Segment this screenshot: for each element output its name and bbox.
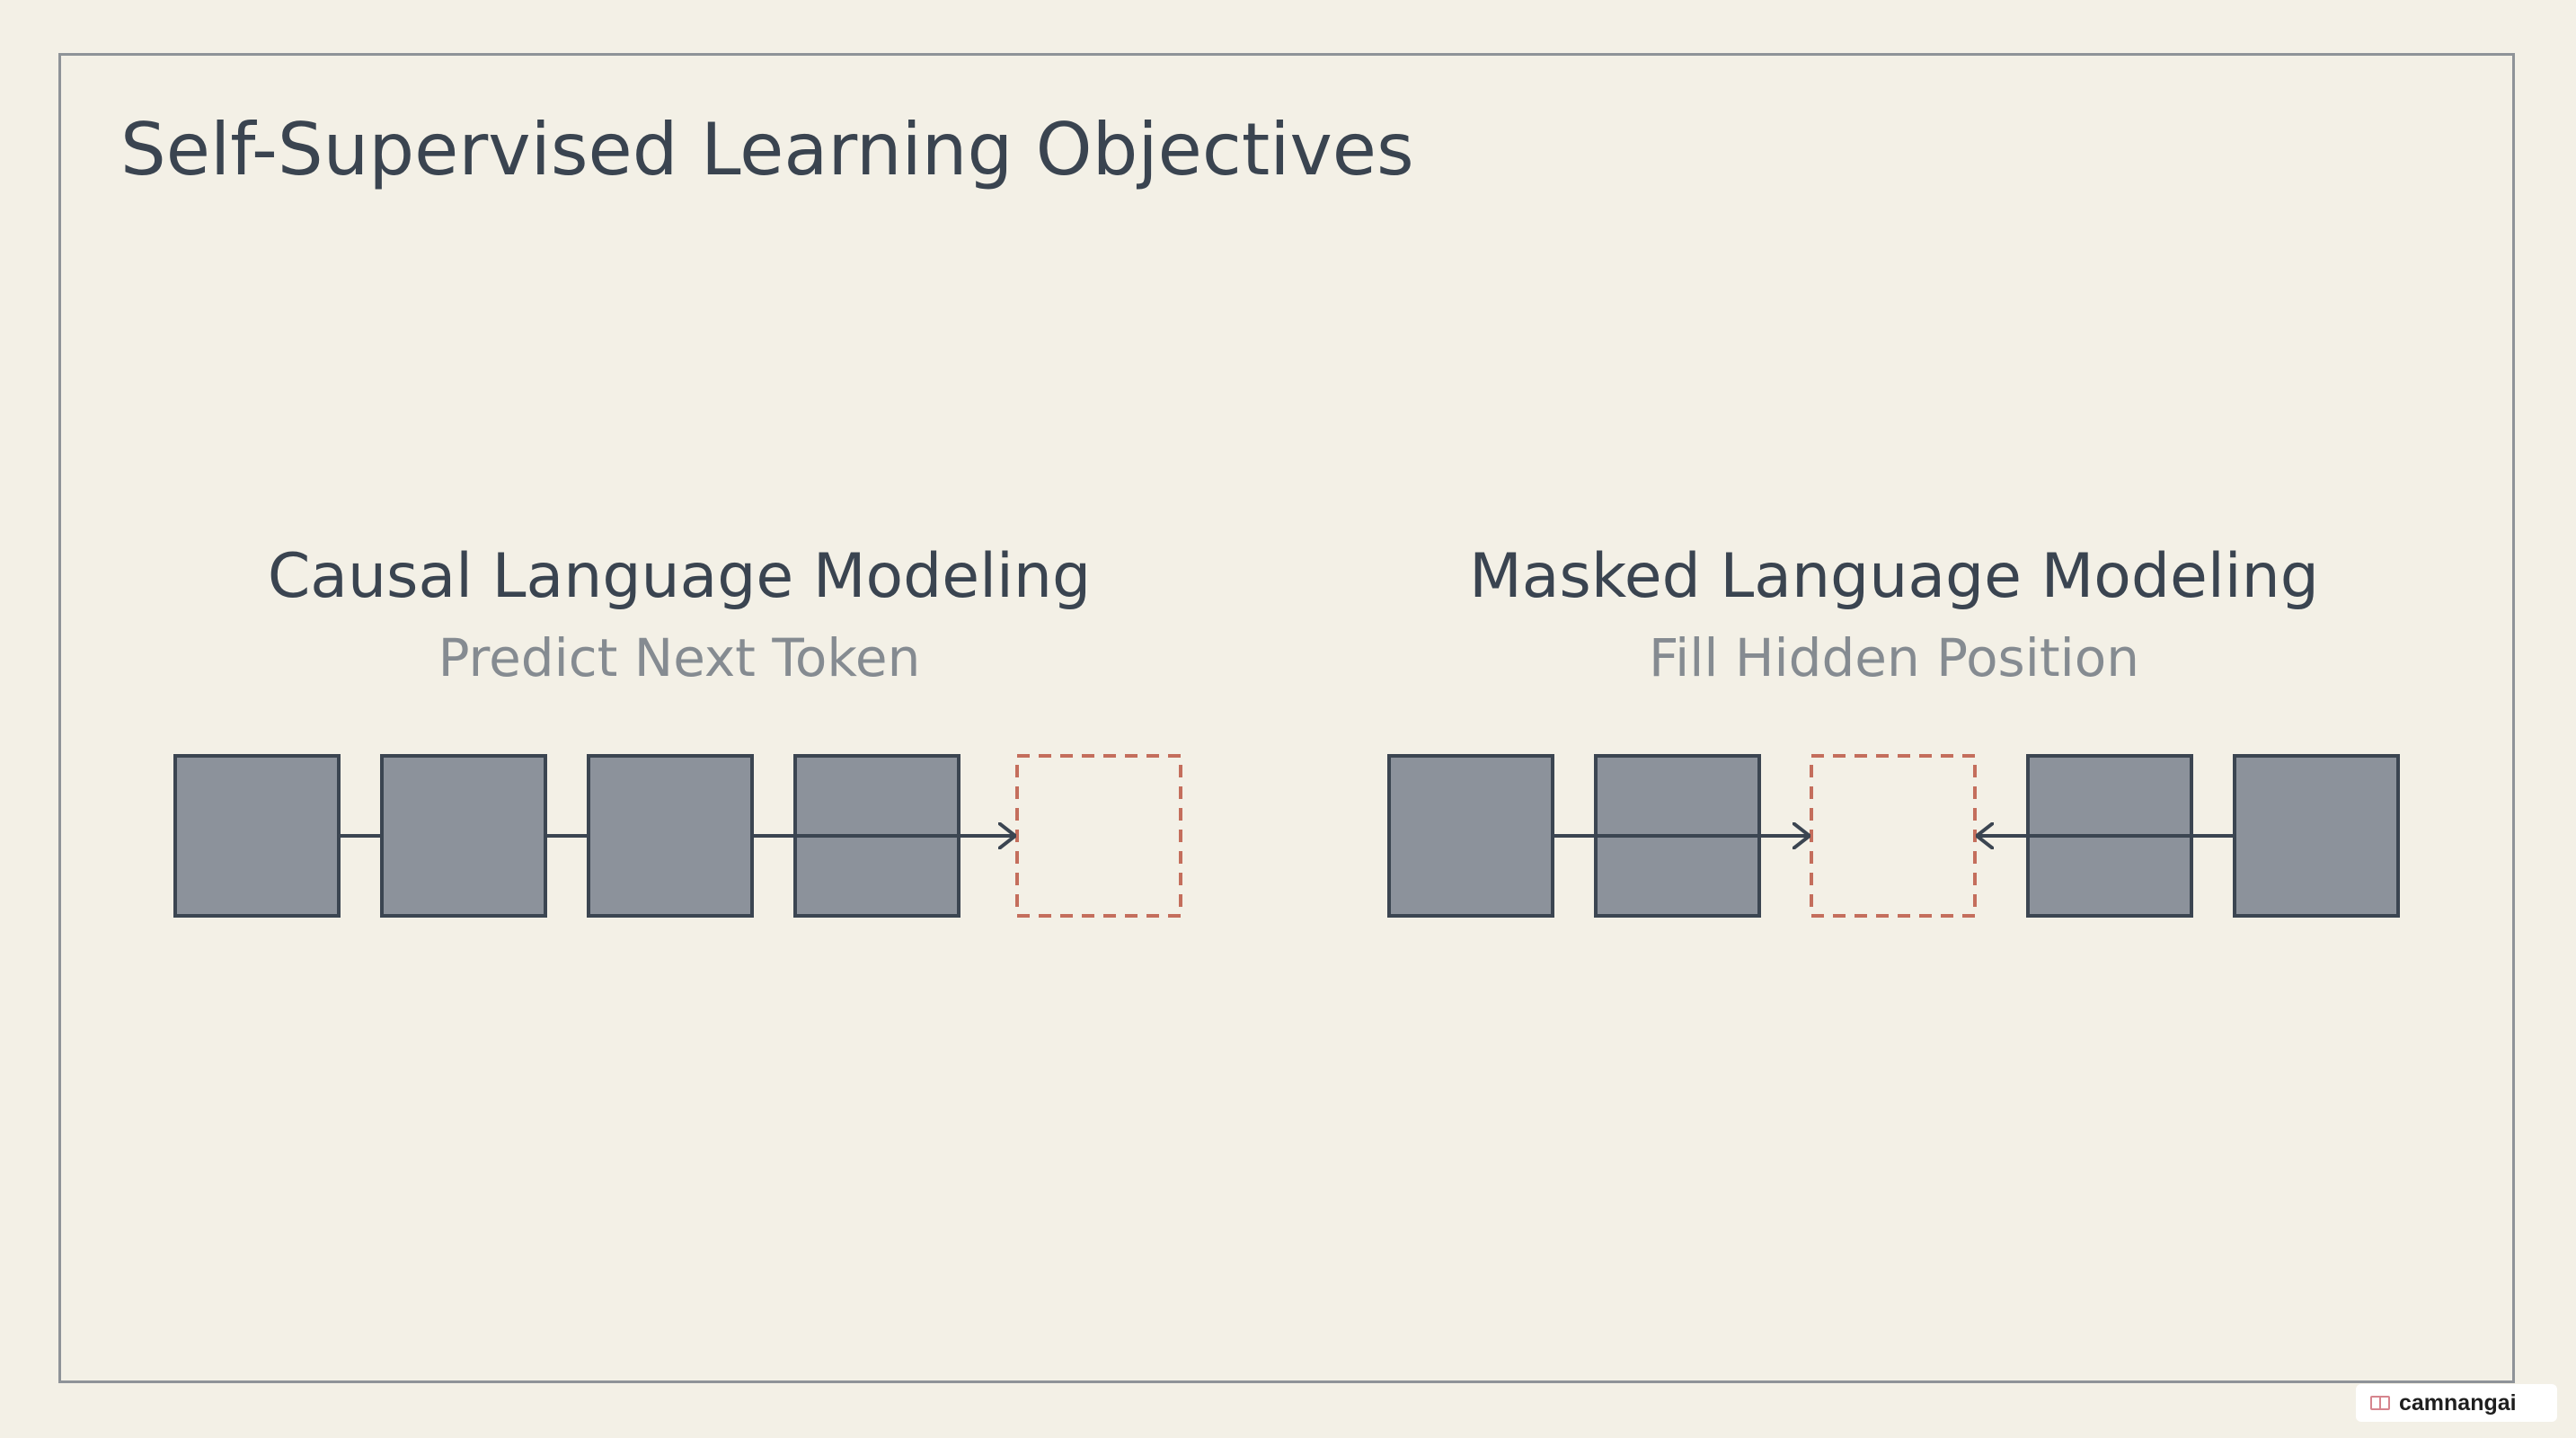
causal-token-2 <box>587 754 754 918</box>
watermark: camnangai <box>2356 1384 2557 1422</box>
masked-panel-title: Masked Language Modeling <box>1469 541 2319 612</box>
slide-frame <box>58 53 2515 1383</box>
causal-hidden-token <box>1015 754 1182 918</box>
masked-hidden-token <box>1810 754 1977 918</box>
masked-token-4 <box>2233 754 2400 918</box>
masked-token-0 <box>1387 754 1554 918</box>
causal-panel-title: Causal Language Modeling <box>267 541 1092 612</box>
book-icon <box>2370 1396 2390 1410</box>
causal-token-1 <box>380 754 547 918</box>
causal-token-sequence <box>173 754 1182 918</box>
causal-panel-subtitle: Predict Next Token <box>438 627 921 688</box>
causal-token-0 <box>173 754 341 918</box>
slide-title: Self-Supervised Learning Objectives <box>120 108 1414 191</box>
watermark-text: camnangai <box>2399 1389 2517 1416</box>
masked-token-sequence <box>1387 754 2400 918</box>
masked-panel-subtitle: Fill Hidden Position <box>1649 627 2139 688</box>
